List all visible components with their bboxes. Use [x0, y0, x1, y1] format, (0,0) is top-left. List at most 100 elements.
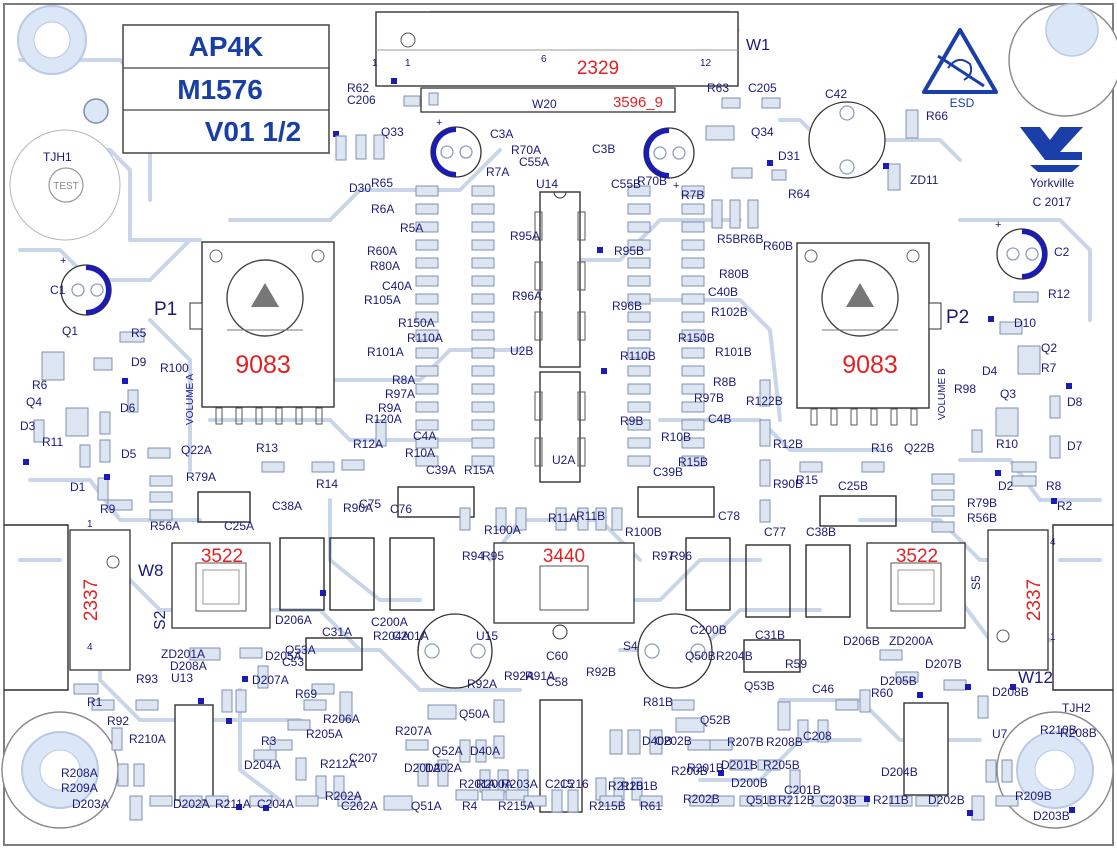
smd-pad — [627, 419, 651, 431]
smd-pad — [471, 329, 495, 341]
w8-pin1: 1 — [87, 519, 93, 530]
designator-c206: C206 — [347, 93, 376, 107]
p2-part: 9083 — [842, 351, 898, 379]
smd-pad — [99, 411, 111, 435]
smd-pad — [415, 437, 439, 449]
smd-pad — [415, 365, 439, 377]
designator-c40a: C40A — [382, 279, 412, 293]
polarity-dot — [1010, 684, 1016, 690]
w8-pin4: 4 — [87, 642, 93, 653]
smd-pad — [915, 795, 939, 807]
smd-pad — [459, 739, 471, 763]
polarity-dot — [864, 796, 870, 802]
smd-pad — [931, 489, 955, 501]
designator-r101b: R101B — [715, 345, 752, 359]
svg-text:+: + — [436, 117, 442, 129]
polarity-dot — [995, 470, 1001, 476]
designator-r79a: R79A — [186, 470, 216, 484]
designator-c40b: C40B — [708, 285, 738, 299]
smd-pad — [147, 447, 171, 459]
w20-part-number: 3596_9 — [613, 94, 663, 111]
designator-d9: D9 — [131, 355, 147, 369]
designator-r211b: R211B — [873, 793, 909, 807]
designator-r60a: R60A — [367, 244, 397, 258]
smd-pad — [415, 383, 439, 395]
w1-label: W1 — [746, 37, 770, 54]
designator-q53b: Q53B — [744, 679, 775, 693]
designator-c4b: C4B — [708, 412, 731, 426]
designator-r59: R59 — [785, 657, 807, 671]
smd-pad — [459, 507, 471, 531]
polarity-dot — [263, 805, 269, 811]
designator-c200b: C200B — [690, 623, 727, 637]
smd-pad — [415, 185, 439, 197]
smd-pad — [789, 769, 801, 793]
designator-r10b: R10B — [661, 430, 691, 444]
smd-pad — [681, 365, 705, 377]
designator-r90b: R90B — [773, 477, 803, 491]
smd-pad — [415, 221, 439, 233]
designator-c76: C76 — [390, 502, 412, 516]
designator-r202b: R202B — [683, 792, 720, 806]
designator-r11a: R11A — [548, 511, 577, 525]
smd-pad — [415, 311, 439, 323]
designator-r91a: R91A — [525, 669, 555, 683]
mounting-holes — [1, 3, 1117, 829]
smd-pad — [471, 311, 495, 323]
smd-pad — [415, 293, 439, 305]
designator-r96b: R96B — [612, 299, 642, 313]
designator-r7: R7 — [1041, 361, 1057, 375]
designator-c31a: C31A — [322, 625, 352, 639]
designator-r95: R95 — [482, 549, 504, 563]
designator-r209a: R209A — [61, 781, 98, 795]
polarity-dot — [767, 160, 773, 166]
smd-pad — [861, 461, 885, 473]
designator-r15b: R15B — [678, 455, 708, 469]
designator-r92a: R92A — [467, 677, 497, 691]
designator-c203b: C203B — [820, 793, 857, 807]
smd-pad — [759, 459, 771, 487]
designator-r9a: R9A — [378, 401, 401, 415]
smd-pad — [895, 671, 919, 683]
designator-c2: C2 — [1054, 245, 1070, 259]
designator-d30: D30 — [349, 181, 371, 195]
designator-d203b: D203B — [1033, 809, 1070, 823]
polarity-dot — [198, 698, 204, 704]
designator-c46: C46 — [812, 682, 834, 696]
right-notch — [1052, 524, 1113, 691]
title-line-3: V01 1/2 — [205, 116, 302, 147]
designator-r210a: R210A — [129, 732, 166, 746]
designator-r66: R66 — [926, 109, 948, 123]
designator-r208b: R208B — [766, 735, 803, 749]
s2-label: S2 — [152, 610, 169, 630]
smd-pad — [731, 167, 753, 179]
copyright-label: C 2017 — [1033, 195, 1072, 209]
smd-pad — [931, 473, 955, 485]
smd-pad — [375, 419, 387, 447]
smd-pad — [567, 789, 579, 813]
designator-u2a: U2A — [552, 453, 575, 467]
smd-pad — [931, 505, 955, 517]
switch-s5: 3522 S5 — [866, 542, 983, 629]
designator-q2: Q2 — [1041, 341, 1057, 355]
designator-r8b: R8B — [713, 375, 736, 389]
smd-pad — [471, 401, 495, 413]
svg-text:+: + — [673, 180, 679, 192]
smd-pad — [515, 507, 527, 531]
designator-r110b: R110B — [620, 349, 656, 363]
smd-pad — [757, 759, 781, 771]
designator-r56a: R56A — [150, 519, 180, 533]
smd-pad — [149, 491, 173, 503]
smd-pad — [189, 647, 221, 661]
smd-pad — [415, 239, 439, 251]
designator-r63: R63 — [707, 81, 729, 95]
smd-pad — [1013, 291, 1039, 303]
smd-pad — [681, 293, 705, 305]
smd-pad — [415, 401, 439, 413]
polarity-dot — [967, 810, 973, 816]
left-notch — [4, 524, 69, 691]
designator-r215b: R215B — [589, 799, 626, 813]
smd-pad — [287, 719, 311, 731]
smd-pad — [1001, 759, 1013, 783]
w1-part-number: 2329 — [577, 58, 619, 79]
